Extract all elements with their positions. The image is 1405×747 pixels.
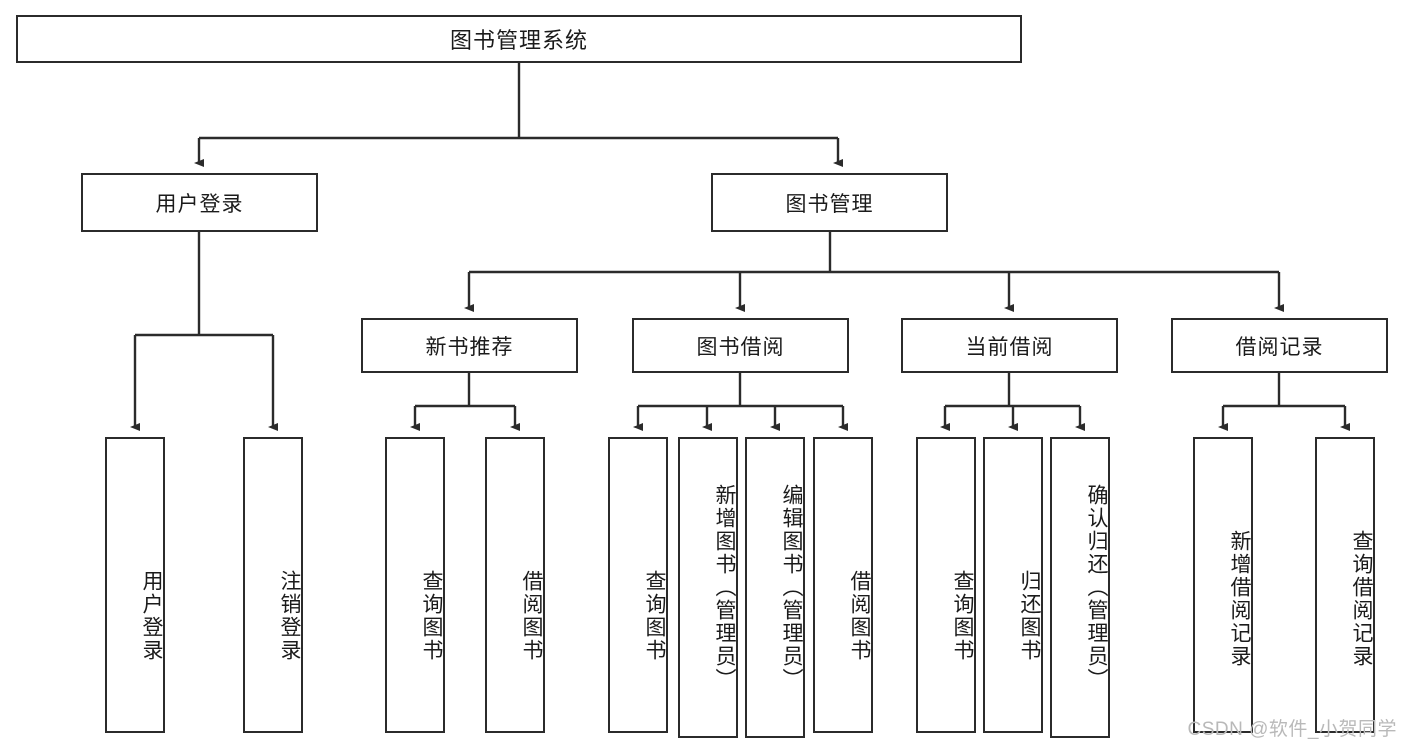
node-label: 借阅图书 — [520, 570, 543, 662]
node-book-management[interactable]: 图书管理 — [711, 173, 948, 232]
node-label: 图书借阅 — [696, 335, 785, 359]
leaf-record-add-record[interactable]: 新增借阅记录 — [1193, 437, 1253, 733]
node-new-book-recommend[interactable]: 新书推荐 — [361, 318, 578, 373]
leaf-borrow-add-book[interactable]: 新增图书（管理员） — [678, 437, 738, 738]
node-label: 查询图书 — [643, 570, 666, 662]
node-label: 图书管理 — [785, 192, 874, 216]
leaf-record-query-record[interactable]: 查询借阅记录 — [1315, 437, 1375, 733]
leaf-user-login-signin[interactable]: 用户登录 — [105, 437, 165, 733]
watermark-text: CSDN @软件_小贺同学 — [1187, 719, 1397, 740]
node-user-login[interactable]: 用户登录 — [81, 173, 318, 232]
node-label: 图书管理系统 — [449, 28, 588, 53]
node-root-system[interactable]: 图书管理系统 — [16, 15, 1022, 63]
node-label: 确认归还（管理员） — [1085, 484, 1108, 691]
node-label: 注销登录 — [278, 570, 301, 662]
leaf-current-confirm-return[interactable]: 确认归还（管理员） — [1050, 437, 1110, 738]
leaf-borrow-borrow-book[interactable]: 借阅图书 — [813, 437, 873, 733]
node-label: 新增借阅记录 — [1228, 530, 1251, 668]
leaf-current-return-book[interactable]: 归还图书 — [983, 437, 1043, 733]
node-label: 新增图书（管理员） — [713, 484, 736, 691]
node-label: 借阅记录 — [1235, 335, 1324, 359]
node-label: 归还图书 — [1018, 570, 1041, 662]
node-borrow-record[interactable]: 借阅记录 — [1171, 318, 1388, 373]
node-label: 用户登录 — [155, 192, 244, 216]
node-label: 新书推荐 — [425, 335, 514, 359]
node-label: 查询图书 — [951, 570, 974, 662]
node-label: 用户登录 — [140, 570, 163, 662]
leaf-newbook-borrow-book[interactable]: 借阅图书 — [485, 437, 545, 733]
node-label: 查询图书 — [420, 570, 443, 662]
node-label: 当前借阅 — [965, 335, 1054, 359]
leaf-borrow-query-book[interactable]: 查询图书 — [608, 437, 668, 733]
leaf-user-login-signout[interactable]: 注销登录 — [243, 437, 303, 733]
node-label: 编辑图书（管理员） — [780, 484, 803, 691]
node-label: 查询借阅记录 — [1350, 530, 1373, 668]
node-current-borrow[interactable]: 当前借阅 — [901, 318, 1118, 373]
node-book-borrow[interactable]: 图书借阅 — [632, 318, 849, 373]
leaf-newbook-query-book[interactable]: 查询图书 — [385, 437, 445, 733]
node-label: 借阅图书 — [848, 570, 871, 662]
leaf-current-query-book[interactable]: 查询图书 — [916, 437, 976, 733]
leaf-borrow-edit-book[interactable]: 编辑图书（管理员） — [745, 437, 805, 738]
